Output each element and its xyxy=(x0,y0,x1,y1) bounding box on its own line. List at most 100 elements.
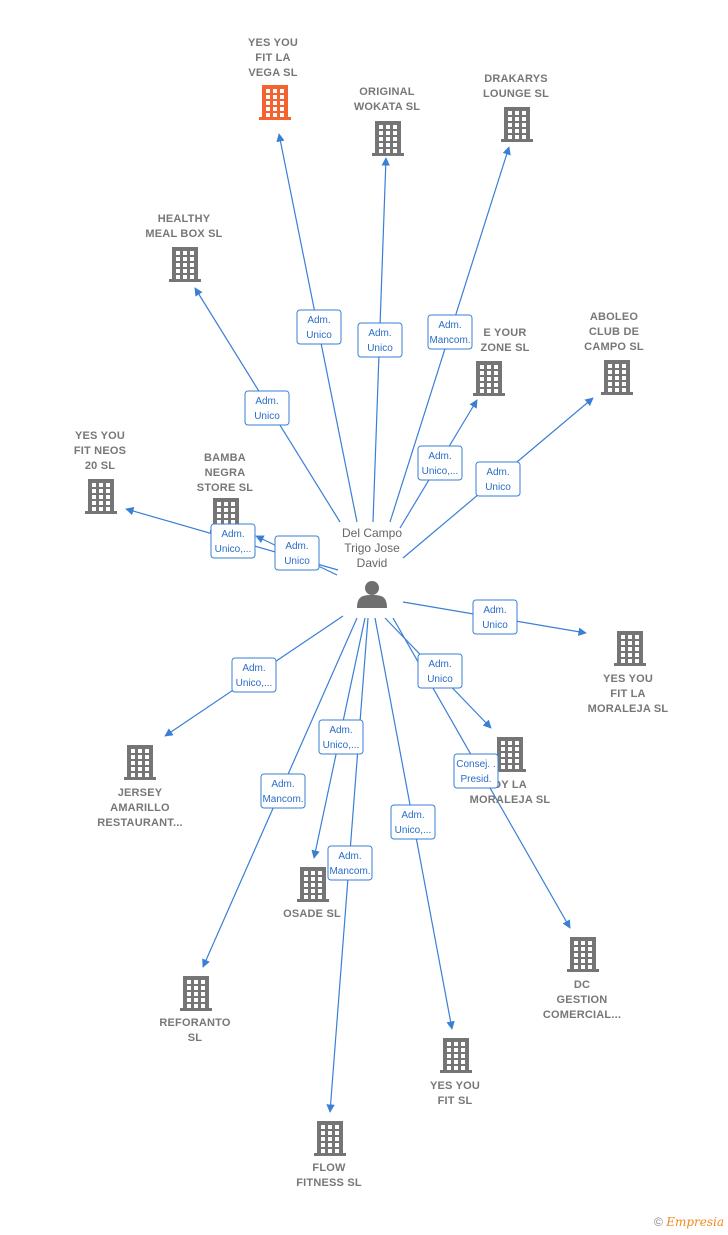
role-text: Consej. . xyxy=(456,759,495,770)
company-label-line: E YOUR xyxy=(483,327,526,339)
role-badge[interactable]: Adm.Mancom. xyxy=(327,845,373,881)
company-label-line: RESTAURANT... xyxy=(97,817,183,829)
building-icon[interactable] xyxy=(259,85,291,120)
building-icon[interactable] xyxy=(567,937,599,972)
role-text: Unico xyxy=(427,674,453,685)
role-badge[interactable]: Adm. Mancom. xyxy=(260,773,306,809)
building-icon[interactable] xyxy=(124,745,156,780)
company-node-original-wokata[interactable]: ORIGINAL WOKATA SL xyxy=(354,86,420,156)
footer-brand[interactable]: © Empresia xyxy=(654,1215,724,1229)
company-label-line: ORIGINAL xyxy=(359,86,414,98)
role-badge[interactable]: Adm.Mancom. xyxy=(427,314,473,350)
role-badge[interactable]: Adm.Unico xyxy=(357,322,403,358)
role-badge[interactable]: Adm.Unico,... xyxy=(231,657,277,693)
role-badge[interactable]: Adm.Unico,... xyxy=(210,523,256,559)
company-label-line: FIT LA xyxy=(610,688,645,700)
building-icon[interactable] xyxy=(494,737,526,772)
building-icon[interactable] xyxy=(169,247,201,282)
company-node-dy-la-moraleja[interactable]: DY LA MORALEJA SL xyxy=(470,737,551,806)
brand-logo: Empresia xyxy=(666,1215,724,1229)
building-icon[interactable] xyxy=(372,121,404,156)
company-label-line: COMERCIAL... xyxy=(543,1009,621,1021)
role-text: Adm. xyxy=(428,659,451,670)
role-text: Adm. xyxy=(428,451,451,462)
role-text: Mancom. xyxy=(329,866,370,877)
company-label-line: YES YOU xyxy=(603,673,653,685)
company-label-line: STORE SL xyxy=(197,482,253,494)
role-badge[interactable]: Adm.Unico xyxy=(296,309,342,345)
company-label-line: FIT LA xyxy=(255,52,290,64)
role-badge[interactable]: Adm.Unico xyxy=(475,461,521,497)
company-label-line: ABOLEO xyxy=(590,311,639,323)
building-icon[interactable] xyxy=(440,1038,472,1073)
person-icon[interactable] xyxy=(357,581,387,608)
company-label[interactable]: YES YOU FIT LA MORALEJA SL xyxy=(588,673,669,715)
role-badge[interactable]: Adm.Unico xyxy=(472,599,518,635)
role-badge[interactable]: Adm.Unico xyxy=(244,390,290,426)
role-badge[interactable]: Adm.Unico,... xyxy=(318,719,364,755)
role-badge[interactable]: Adm.Unico,... xyxy=(390,804,436,840)
role-text: Adm. xyxy=(438,320,461,331)
role-badge[interactable]: Adm.Unico xyxy=(274,535,320,571)
building-icon[interactable] xyxy=(314,1121,346,1156)
company-label-line: WOKATA SL xyxy=(354,101,420,113)
company-label[interactable]: ORIGINAL WOKATA SL xyxy=(354,86,420,113)
company-label-line: MORALEJA SL xyxy=(470,794,551,806)
company-label-line: DY LA xyxy=(493,779,527,791)
building-icon[interactable] xyxy=(473,361,505,396)
role-badge[interactable]: Adm.Unico,... xyxy=(417,445,463,481)
company-label[interactable]: OSADE SL xyxy=(283,908,341,920)
building-icon[interactable] xyxy=(180,976,212,1011)
company-label-line: MORALEJA SL xyxy=(588,703,669,715)
company-label[interactable]: DY LA MORALEJA SL xyxy=(470,779,551,806)
role-text: Adm. xyxy=(285,541,308,552)
role-text: Adm. xyxy=(486,467,509,478)
role-text: Adm. xyxy=(368,328,391,339)
building-icon[interactable] xyxy=(85,479,117,514)
company-label-line: MEAL BOX SL xyxy=(145,228,222,240)
role-badge[interactable]: Consej. .Presid. xyxy=(453,753,499,789)
company-node-osade[interactable]: OSADE SL xyxy=(283,867,341,920)
role-text: Adm. xyxy=(483,605,506,616)
building-icon[interactable] xyxy=(297,867,329,902)
company-label-line: VEGA SL xyxy=(248,67,297,79)
building-icon[interactable] xyxy=(614,631,646,666)
role-badge[interactable]: Adm. Unico xyxy=(417,653,463,689)
role-text: Mancom. xyxy=(262,794,303,805)
building-icon[interactable] xyxy=(501,107,533,142)
company-label-line: NEGRA xyxy=(205,467,246,479)
company-label-line: SL xyxy=(188,1032,203,1044)
building-icon[interactable] xyxy=(601,360,633,395)
company-node-yes-you-fit-la-moraleja[interactable]: YES YOU FIT LA MORALEJA SL xyxy=(588,631,669,715)
company-label-line: OSADE SL xyxy=(283,908,341,920)
company-label-line: FIT NEOS xyxy=(74,445,126,457)
role-text: Adm. xyxy=(271,779,294,790)
